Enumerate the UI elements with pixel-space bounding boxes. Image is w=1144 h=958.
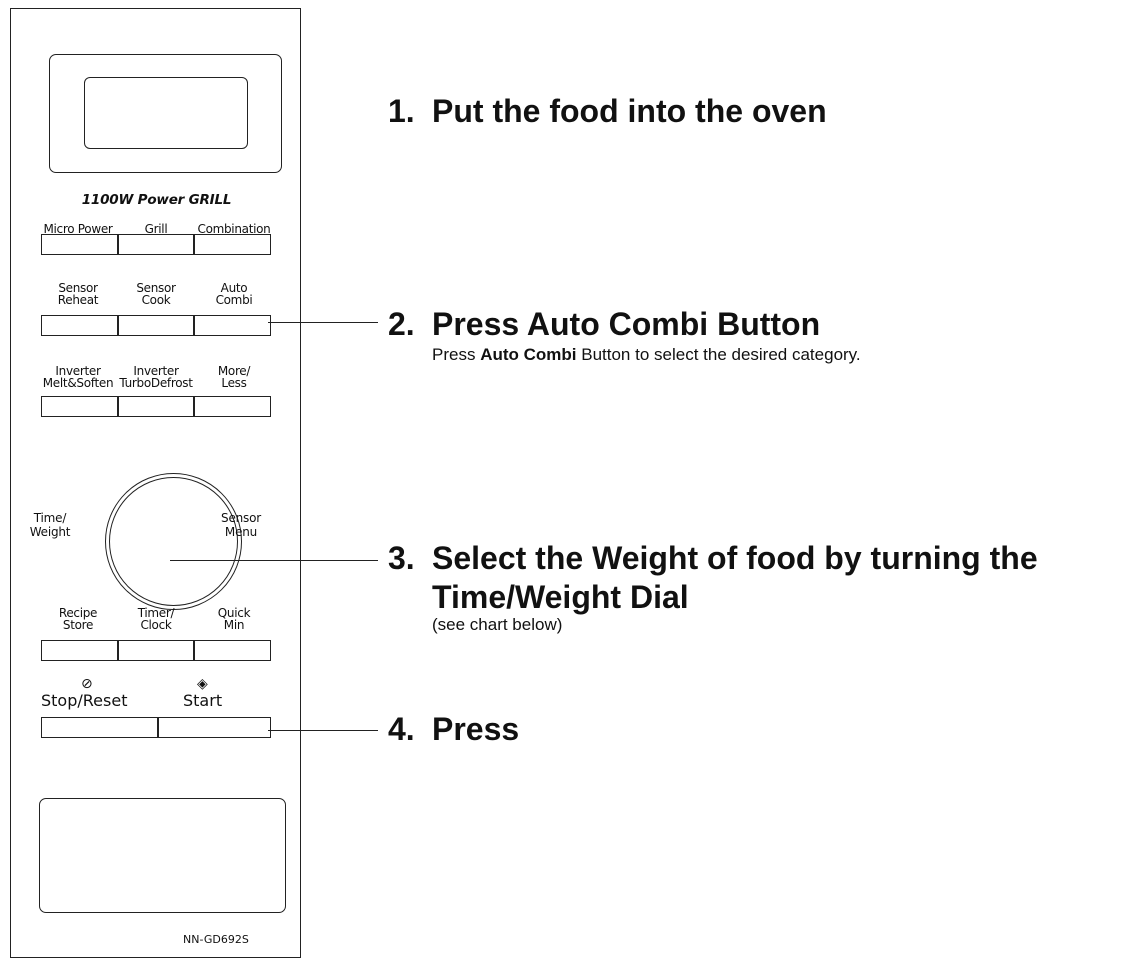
leader-line-step-4 bbox=[268, 730, 378, 731]
inverter-turbo-defrost-button[interactable] bbox=[117, 396, 195, 417]
sensor-cook-label: Sensor Cook bbox=[136, 281, 176, 307]
stop-reset-button[interactable] bbox=[41, 717, 159, 738]
timer-clock-label: Timer/ Clock bbox=[137, 606, 175, 632]
step-2-desc-bold: Auto Combi bbox=[480, 345, 577, 364]
leader-line-step-3 bbox=[170, 560, 378, 561]
step-4-title: 4. Press bbox=[388, 711, 519, 748]
micro-power-label: Micro Power bbox=[43, 222, 113, 236]
inverter-melt-soften-button[interactable] bbox=[41, 396, 119, 417]
step-1-text: Put the food into the oven bbox=[432, 93, 827, 129]
step-2-description: Press Auto Combi Button to select the de… bbox=[432, 345, 861, 365]
step-2-desc-post: Button to select the desired category. bbox=[576, 345, 861, 364]
model-number: NN-GD692S bbox=[183, 933, 249, 946]
sensor-reheat-label: Sensor Reheat bbox=[57, 281, 99, 307]
start-button[interactable] bbox=[157, 717, 271, 738]
sensor-reheat-button[interactable] bbox=[41, 315, 119, 336]
dial-ring bbox=[109, 477, 238, 606]
step-3-text-line2: Time/Weight Dial bbox=[432, 579, 689, 615]
grill-label: Grill bbox=[144, 222, 168, 236]
inverter-melt-soften-label: Inverter Melt&Soften bbox=[42, 364, 114, 390]
sensor-menu-label: Sensor Menu bbox=[221, 511, 261, 539]
display-window bbox=[49, 54, 282, 173]
step-2-title: 2. Press Auto Combi Button bbox=[388, 306, 820, 343]
sensor-cook-button[interactable] bbox=[117, 315, 195, 336]
step-3-text-line1: Select the Weight of food by turning the bbox=[432, 540, 1038, 576]
display-screen bbox=[84, 77, 248, 149]
time-weight-label: Time/ Weight bbox=[29, 511, 71, 539]
recipe-store-label: Recipe Store bbox=[58, 606, 98, 632]
bottom-panel-window bbox=[39, 798, 286, 913]
step-2-text: Press Auto Combi Button bbox=[432, 306, 821, 342]
stop-reset-label: Stop/Reset bbox=[41, 691, 128, 710]
recipe-store-button[interactable] bbox=[41, 640, 119, 661]
combination-label: Combination bbox=[197, 222, 271, 236]
inverter-turbo-defrost-label: Inverter TurboDefrost bbox=[119, 364, 193, 390]
step-3-description: (see chart below) bbox=[432, 615, 563, 634]
time-weight-dial[interactable] bbox=[105, 473, 242, 610]
step-3-title: 3. Select the Weight of food by turning t… bbox=[388, 540, 1038, 577]
timer-clock-button[interactable] bbox=[117, 640, 195, 661]
step-4-number: 4. bbox=[388, 711, 415, 747]
start-label: Start bbox=[183, 691, 223, 710]
leader-line-step-2 bbox=[268, 322, 378, 323]
step-3-title-line2: Time/Weight Dial bbox=[432, 579, 689, 616]
auto-combi-label: Auto Combi bbox=[215, 281, 253, 307]
combination-button[interactable] bbox=[193, 234, 271, 255]
brand-label: 1100W Power GRILL bbox=[81, 192, 232, 208]
step-2-number: 2. bbox=[388, 306, 415, 342]
quick-min-label: Quick Min bbox=[217, 606, 251, 632]
step-4-text: Press bbox=[432, 711, 520, 747]
more-less-label: More/ Less bbox=[217, 364, 251, 390]
step-1-title: 1. Put the food into the oven bbox=[388, 93, 827, 130]
step-1-number: 1. bbox=[388, 93, 415, 129]
more-less-button[interactable] bbox=[193, 396, 271, 417]
start-icon: ◈ bbox=[197, 676, 208, 692]
step-2-desc-pre: Press bbox=[432, 345, 481, 364]
micro-power-button[interactable] bbox=[41, 234, 119, 255]
step-3-number: 3. bbox=[388, 540, 415, 576]
grill-button[interactable] bbox=[117, 234, 195, 255]
quick-min-button[interactable] bbox=[193, 640, 271, 661]
stop-icon: ⊘ bbox=[81, 676, 93, 692]
control-panel: 1100W Power GRILL Micro Power Grill Comb… bbox=[10, 8, 301, 958]
auto-combi-button[interactable] bbox=[193, 315, 271, 336]
